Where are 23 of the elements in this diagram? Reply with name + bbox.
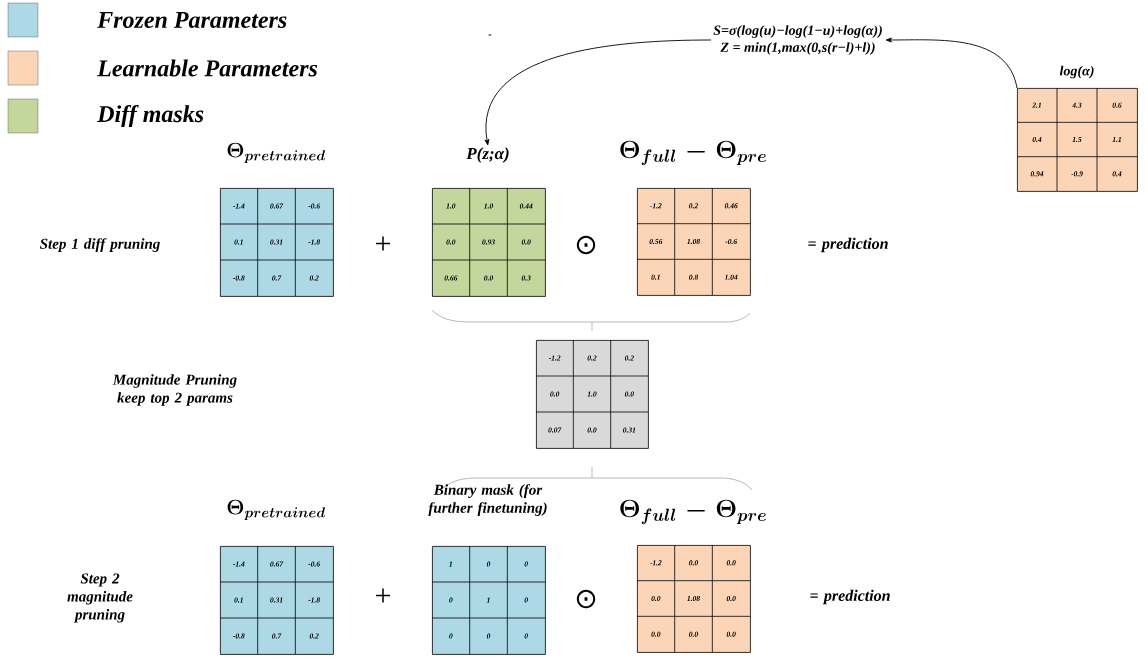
- stray-mark: -: [488, 34, 492, 36]
- matrix-title: Binary mask (for further finetuning): [428, 484, 547, 516]
- formula: S=σ(log(u)−log(1−u)+log(α)) Z = min(1,max(0,s(r−l)+l)): [713, 25, 882, 55]
- matrix-title: $\Theta_{pretrained}$: [227, 142, 325, 164]
- matrix-title: $\Theta_{full}-\Theta_{pre}$: [620, 140, 766, 166]
- matrix-title: P(z;α): [466, 147, 509, 163]
- arrow: [484, 39, 712, 146]
- hadamard-symbol: ⊙: [576, 235, 596, 255]
- legend-label: Diff masks: [97, 105, 204, 127]
- step-label: Magnitude Pruning keep top 2 params: [112, 374, 237, 406]
- legend-label: Learnable Parameters: [97, 59, 318, 77]
- result-label: = prediction: [810, 589, 890, 605]
- matrix-title: $\Theta_{full}-\Theta_{pre}$: [620, 499, 766, 525]
- result-label: = prediction: [808, 237, 888, 253]
- matrix-title: $\Theta_{pretrained}$: [227, 499, 325, 521]
- step-label: Step 2 magnitude pruning: [67, 573, 133, 623]
- hadamard-symbol: ⊙: [576, 589, 596, 609]
- step-label: Step 1 diff pruning: [40, 238, 160, 252]
- legend-label: Frozen Parameters: [97, 12, 287, 28]
- plus-sign: +: [376, 236, 390, 251]
- matrix-title: log(α): [1059, 65, 1094, 79]
- plus-sign: +: [376, 588, 390, 603]
- arrow: [885, 37, 1018, 89]
